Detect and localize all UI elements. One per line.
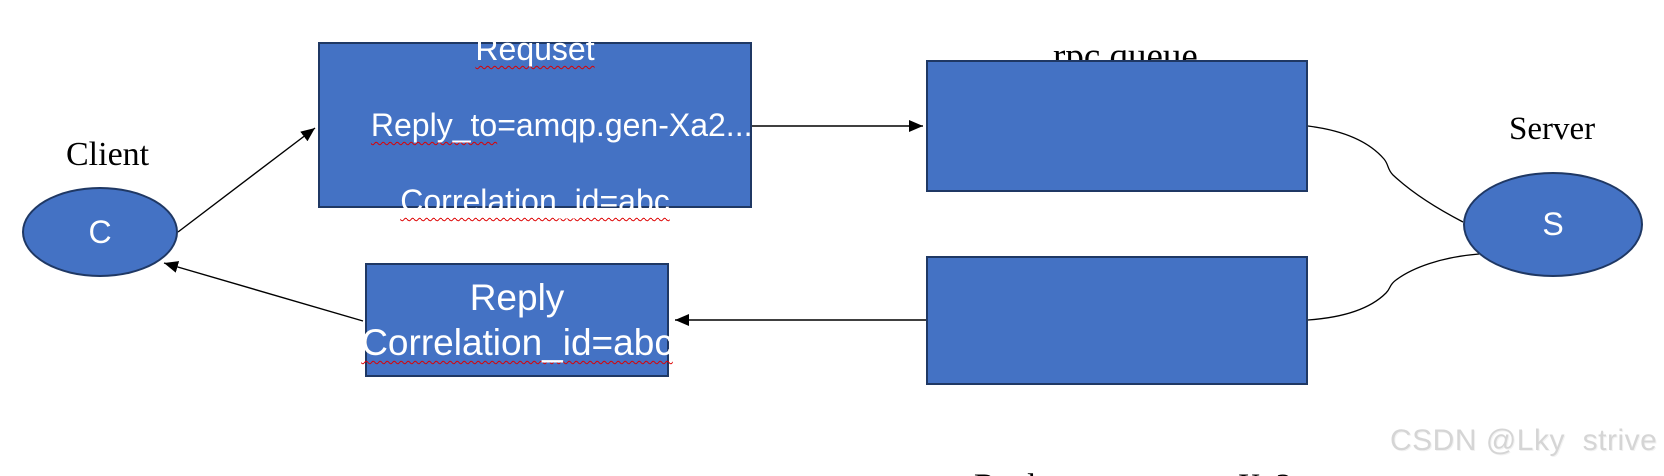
reply-line-correlation-id: Correlation_id=abc [361, 322, 673, 363]
server-letter: S [1542, 206, 1564, 242]
watermark: CSDN @Lky strive [1390, 424, 1658, 457]
client-label: Client [66, 136, 150, 173]
client-to-request-arrow [177, 127, 316, 233]
reply-message-box: Reply Correlation_id=abc [361, 263, 673, 377]
server-node: S [1463, 172, 1643, 277]
rpc-queue-label: rpc queue [1016, 0, 1198, 117]
reply-to-annotation-rest-part: =amq.gen-Xa2 [1095, 468, 1292, 476]
client-letter: C [88, 213, 112, 250]
reply-to-annotation: Reply_to=amq.gen-Xa2 [941, 426, 1292, 476]
request-reply-to-flagged-part: Reply_to [370, 107, 498, 143]
client-node: C [22, 187, 178, 277]
rpc-request-queue-box [926, 60, 1308, 192]
request-line-reply-to: Reply_to=amqp.gen-Xa2... [318, 68, 753, 182]
reply-to-annotation-flagged-part: Reply_to [974, 468, 1095, 476]
reply-to-client-arrow [163, 261, 364, 322]
server-label: Server [1509, 111, 1596, 147]
request-reply-to-rest-part: =amqp.gen-Xa2... [497, 107, 753, 143]
rpc-reply-queue-box [926, 256, 1308, 385]
reply-line-title: Reply [469, 277, 565, 318]
request-line-correlation-id: Correlation_id=abc [400, 183, 670, 219]
request-message-box: Requset Reply_to=amqp.gen-Xa2... Correla… [318, 31, 753, 219]
server-to-queue-curve [1307, 253, 1480, 321]
queue-to-server-curve [1307, 125, 1464, 223]
request-line-title: Requset [475, 31, 595, 67]
